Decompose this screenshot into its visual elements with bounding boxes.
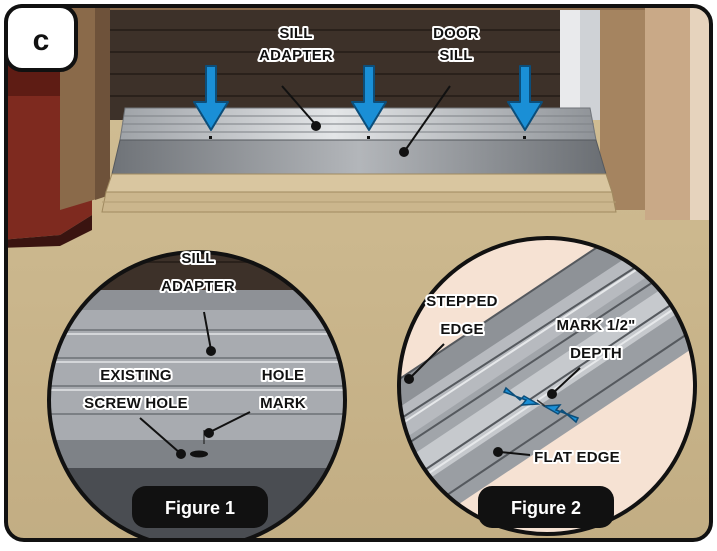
fig1-label-existing-screw-hole-line1: EXISTING	[100, 367, 172, 384]
fig1-label-hole-mark-line2: MARK	[260, 395, 306, 412]
label-door-sill-line2: SILL	[439, 47, 472, 64]
door-sill	[112, 140, 606, 174]
fig2-label-stepped-edge-line2: EDGE	[440, 321, 483, 338]
label-sill-adapter-line1: SILL	[279, 25, 312, 42]
fig1-label-sill-adapter-line1: SILL	[181, 250, 214, 267]
fig1-label-existing-screw-hole-line2: SCREW HOLE	[84, 395, 188, 412]
fig2-label-stepped-edge-line1: STEPPED	[426, 293, 497, 310]
threshold-step	[106, 174, 612, 192]
fig2-label-mark-depth-line1: MARK 1/2"	[557, 317, 636, 334]
fig2-label-mark-depth-line2: DEPTH	[570, 345, 622, 362]
step-badge-letter: c	[33, 24, 50, 57]
label-door-sill-line1: DOOR	[433, 25, 479, 42]
figure-2-caption: Figure 2	[511, 498, 581, 518]
fig1-label-sill-adapter-line2: ADAPTER	[161, 278, 235, 295]
label-sill-adapter-line2: ADAPTER	[259, 47, 333, 64]
fig1-label-hole-mark-line1: HOLE	[262, 367, 304, 384]
fig2-label-flat-edge: FLAT EDGE	[534, 449, 620, 466]
figure-1-caption: Figure 1	[165, 498, 235, 518]
